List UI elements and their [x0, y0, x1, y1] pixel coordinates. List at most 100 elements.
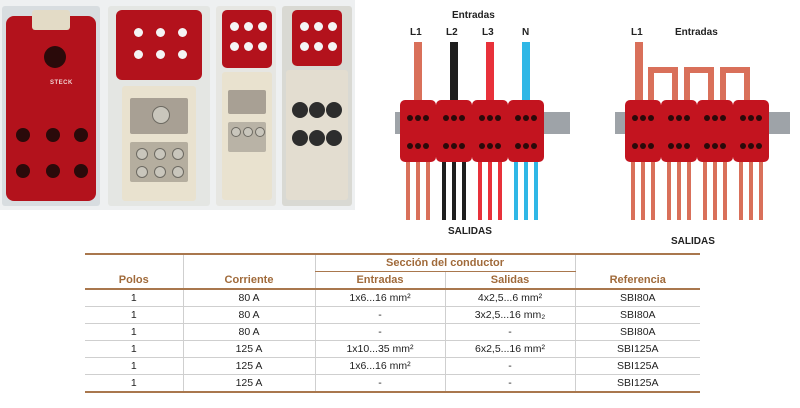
cell-entradas: 1x10...35 mm² [314, 340, 445, 358]
input-label-n: N [522, 27, 530, 38]
cell-corriente: 125 A [182, 374, 315, 393]
screw [231, 127, 241, 137]
lid-hole [134, 28, 143, 37]
terminal-hole [326, 130, 342, 146]
lid-hole [258, 42, 267, 51]
screw [154, 148, 166, 160]
cell-referencia: SBI125A [574, 340, 700, 358]
output-hole [16, 164, 30, 178]
cell-polos: 1 [85, 306, 183, 324]
input-label-l3: L3 [482, 27, 494, 38]
table-row: 1 80 A - 3x2,5...16 mm₂ SBI80A [85, 306, 700, 324]
header-salidas: Salidas [444, 271, 575, 290]
block-lid-open [292, 10, 342, 66]
wiring-diagram-three-phase: Entradas L1 L2 L3 N SALIDAS [380, 0, 580, 250]
cell-referencia: SBI80A [574, 306, 700, 324]
output-wires-n [514, 162, 538, 220]
single-phase-svg [615, 42, 790, 220]
lid-hole [314, 22, 323, 31]
lid-hole [156, 28, 165, 37]
cell-corriente: 80 A [182, 289, 315, 307]
cell-entradas: 1x6...16 mm² [314, 357, 445, 375]
input-wire-l1 [414, 42, 422, 104]
terminal-block [733, 100, 769, 162]
three-phase-svg [395, 42, 570, 220]
output-wires-l2 [442, 162, 466, 220]
terminal-hole [309, 130, 325, 146]
terminal-block [625, 100, 661, 162]
cell-corriente: 125 A [182, 340, 315, 358]
bridge-wire [648, 67, 678, 104]
diagram-title: Entradas [675, 27, 718, 38]
lid-hole [230, 22, 239, 31]
screw [255, 127, 265, 137]
terminal-block [436, 100, 472, 162]
output-hole [46, 164, 60, 178]
product-photo-narrow [216, 6, 276, 206]
table-row: 1 125 A 1x6...16 mm² - SBI125A [85, 357, 700, 375]
output-hole [46, 128, 60, 142]
header-seccion-conductor: Sección del conductor [314, 253, 575, 272]
screw [136, 166, 148, 178]
header-spacer [574, 253, 700, 272]
cell-referencia: SBI80A [574, 289, 700, 307]
input-wire-l1 [635, 42, 643, 104]
product-photo-front: STECK [2, 6, 100, 206]
cell-entradas: 1x6...16 mm² [314, 289, 445, 307]
screw [172, 166, 184, 178]
table-row: 1 80 A 1x6...16 mm² 4x2,5...6 mm² SBI80A [85, 289, 700, 307]
terminal-block [508, 100, 544, 162]
cell-salidas: 4x2,5...6 mm² [444, 289, 575, 307]
input-wire-l3 [486, 42, 494, 104]
lid-hole [178, 28, 187, 37]
input-label-l2: L2 [446, 27, 458, 38]
table-row: 1 125 A 1x10...35 mm² 6x2,5...16 mm² SBI… [85, 340, 700, 358]
wiring-diagram-single-phase: L1 Entradas SALIDAS [605, 0, 795, 250]
terminal-block [400, 100, 436, 162]
bridge-wire [720, 67, 750, 104]
input-hole [44, 46, 66, 68]
cell-salidas: - [444, 357, 575, 375]
header-spacer [182, 253, 315, 272]
cell-corriente: 80 A [182, 306, 315, 324]
lid-hole [328, 22, 337, 31]
cell-referencia: SBI80A [574, 323, 700, 341]
terminal-block [661, 100, 697, 162]
screw [243, 127, 253, 137]
output-wires [631, 162, 763, 220]
terminal-block [697, 100, 733, 162]
cell-polos: 1 [85, 323, 183, 341]
cell-salidas: - [444, 323, 575, 341]
lid-hole [300, 22, 309, 31]
lid-hole [134, 50, 143, 59]
cell-entradas: - [314, 323, 445, 341]
lid-hole [230, 42, 239, 51]
output-hole [74, 128, 88, 142]
bridge-wire [684, 67, 714, 104]
input-wire-l2 [450, 42, 458, 104]
specs-table: Sección del conductor Polos Corriente En… [85, 253, 700, 393]
screw [154, 166, 166, 178]
cell-polos: 1 [85, 357, 183, 375]
output-wires-l3 [478, 162, 502, 220]
table-row: 1 80 A - - SBI80A [85, 323, 700, 341]
block-cover-top [32, 10, 70, 30]
output-wires-l1 [406, 162, 430, 220]
screw [152, 106, 170, 124]
header-entradas: Entradas [314, 271, 445, 290]
brand-label: STECK [50, 80, 73, 86]
output-hole [74, 164, 88, 178]
lid-hole [178, 50, 187, 59]
product-photos: STECK [0, 0, 355, 210]
busbar [228, 90, 266, 114]
cell-polos: 1 [85, 374, 183, 393]
input-label-l1: L1 [631, 27, 643, 38]
cell-polos: 1 [85, 289, 183, 307]
lid-hole [328, 42, 337, 51]
cell-corriente: 80 A [182, 323, 315, 341]
input-wire-n [522, 42, 530, 104]
cell-salidas: - [444, 374, 575, 393]
lid-hole [314, 42, 323, 51]
cell-polos: 1 [85, 340, 183, 358]
output-hole [16, 128, 30, 142]
